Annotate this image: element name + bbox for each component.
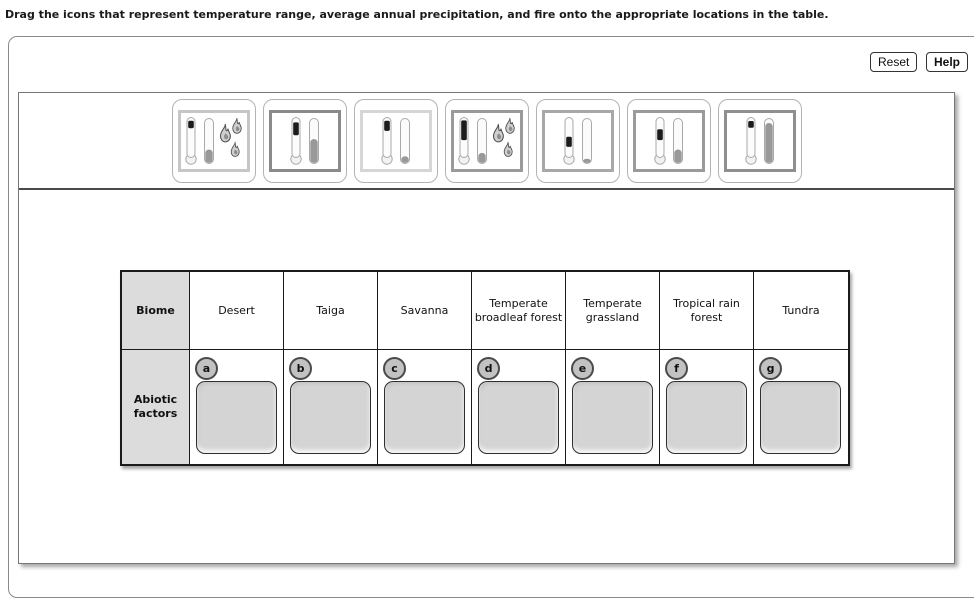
drop-zone-g[interactable] [760, 381, 841, 454]
tray-slot-1[interactable] [171, 99, 256, 183]
thermometer-icon [380, 117, 393, 165]
abiotic-cell-g: g [754, 350, 848, 464]
column-header-temperate-grassland: Temperate grassland [566, 272, 660, 350]
abiotic-cell-d: d [472, 350, 566, 464]
tray-slot-3[interactable] [353, 99, 438, 183]
abiotic-cell-e: e [566, 350, 660, 464]
draggable-icon-1[interactable] [177, 110, 250, 172]
column-header-tropical-rain-forest: Tropical rain forest [660, 272, 754, 350]
abiotic-cell-f: f [660, 350, 754, 464]
thermometer-icon [458, 117, 470, 165]
instruction-text: Drag the icons that represent temperatur… [5, 8, 829, 21]
abiotic-factors-label: Abiotic factors [122, 350, 190, 464]
tray-slot-7[interactable] [717, 99, 802, 183]
thermometer-icon [185, 117, 197, 165]
abiotic-cell-c: c [378, 350, 472, 464]
tray-slot-6[interactable] [626, 99, 711, 183]
fire-icon [492, 118, 515, 157]
drop-zone-c[interactable] [384, 381, 465, 454]
tray-slot-5[interactable] [535, 99, 620, 183]
precipitation-gauge-icon [204, 118, 214, 164]
icon-tray [19, 93, 954, 190]
precipitation-gauge-icon [308, 118, 319, 164]
tray-slot-4[interactable] [444, 99, 529, 183]
drop-zone-f[interactable] [666, 381, 747, 454]
column-header-taiga: Taiga [284, 272, 378, 350]
draggable-icon-4[interactable] [450, 110, 523, 172]
drop-zone-e[interactable] [572, 381, 653, 454]
precipitation-gauge-icon [477, 118, 487, 164]
drop-zone-a[interactable] [196, 381, 277, 454]
draggable-icon-5[interactable] [541, 110, 614, 172]
help-button[interactable]: Help [926, 52, 969, 72]
thermometer-icon [562, 117, 575, 165]
draggable-icon-3[interactable] [359, 110, 432, 172]
column-header-tundra: Tundra [754, 272, 848, 350]
thermometer-icon [289, 117, 302, 165]
column-header-temperate-broadleaf-forest: Temperate broadleaf forest [472, 272, 566, 350]
column-header-desert: Desert [190, 272, 284, 350]
drop-zone-b[interactable] [290, 381, 371, 454]
precipitation-gauge-icon [399, 118, 410, 164]
abiotic-cell-b: b [284, 350, 378, 464]
thermometer-icon [744, 117, 757, 165]
column-header-savanna: Savanna [378, 272, 472, 350]
badge-c: c [383, 357, 406, 380]
badge-b: b [289, 357, 312, 380]
badge-g: g [759, 357, 782, 380]
draggable-icon-6[interactable] [632, 110, 705, 172]
drop-zone-d[interactable] [478, 381, 559, 454]
badge-f: f [665, 357, 688, 380]
fire-icon [219, 118, 242, 157]
badge-a: a [195, 357, 218, 380]
abiotic-cell-a: a [190, 350, 284, 464]
draggable-icon-7[interactable] [723, 110, 796, 172]
tray-slot-2[interactable] [262, 99, 347, 183]
precipitation-gauge-icon [672, 118, 683, 164]
draggable-icon-2[interactable] [268, 110, 341, 172]
thermometer-icon [653, 117, 666, 165]
reset-button[interactable]: Reset [870, 52, 918, 72]
precipitation-gauge-icon [763, 118, 774, 164]
biome-header-cell: Biome [122, 272, 190, 350]
badge-e: e [571, 357, 594, 380]
precipitation-gauge-icon [581, 118, 592, 164]
badge-d: d [477, 357, 500, 380]
